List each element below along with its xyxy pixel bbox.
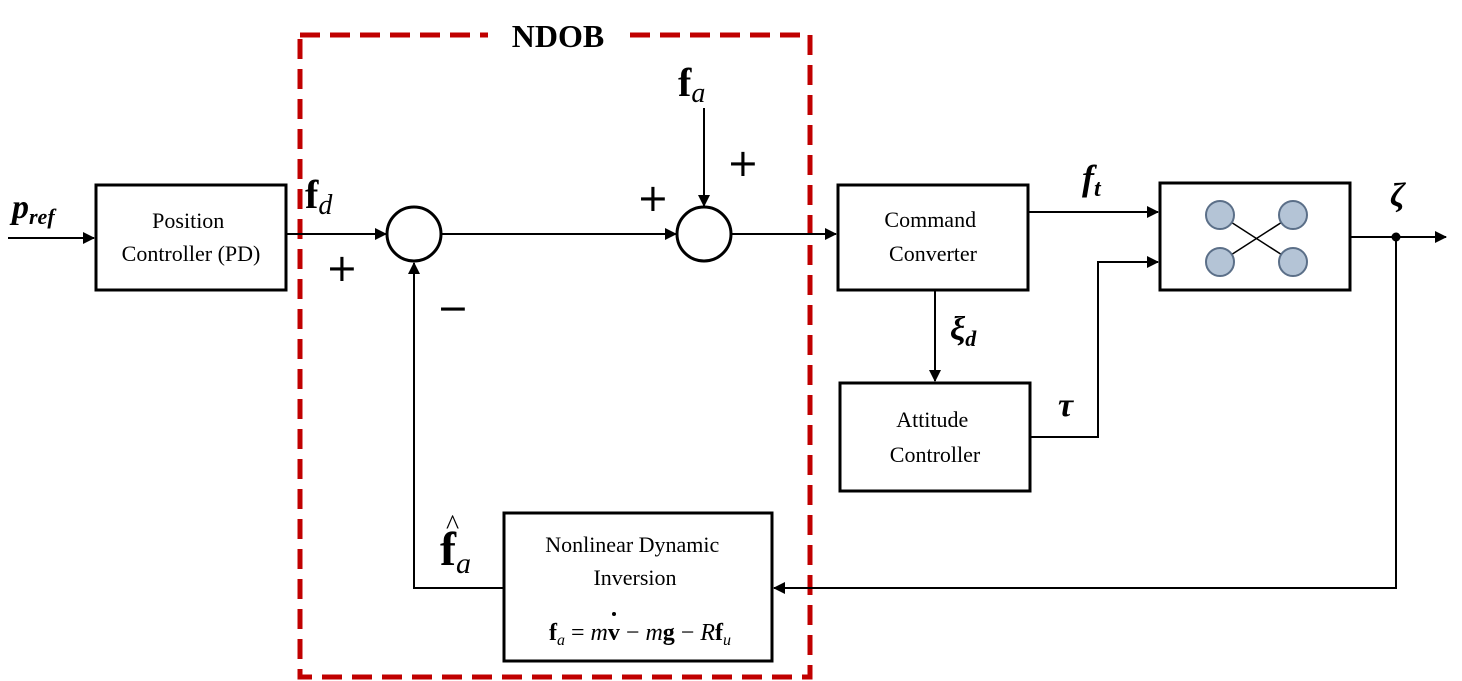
position-controller-line-2: Controller (PD) xyxy=(122,241,261,266)
attitude-controller-block xyxy=(838,381,1032,493)
plant-block xyxy=(1158,181,1352,292)
fa-hat-arrow xyxy=(408,262,504,589)
ndi-line-1: Nonlinear Dynamic xyxy=(545,532,719,557)
ndi-line-2: Inversion xyxy=(593,565,676,590)
f-a-label: fa xyxy=(678,60,705,109)
sum-junction-2 xyxy=(675,205,733,263)
ndob-label: NDOB xyxy=(512,18,604,54)
svg-text:Command Converter: Command Converter xyxy=(884,207,981,266)
sum2-plus-top-sign: + xyxy=(727,141,759,185)
f-a-hat-accent: ^ xyxy=(446,510,459,541)
v-dot-accent xyxy=(612,612,616,616)
command-converter-line-2: Converter xyxy=(889,241,978,266)
attitude-controller-line-2: Controller xyxy=(890,442,981,467)
tau-arrow xyxy=(1030,256,1159,438)
quadrotor-icon xyxy=(1205,200,1308,277)
f-a-hat-label: fa xyxy=(440,523,471,580)
command-converter-block xyxy=(836,183,1030,292)
svg-text:Position Controller (PD): Position Controller (PD) xyxy=(122,208,261,266)
f-d-label: fd xyxy=(305,172,333,221)
zeta-label: ζ xyxy=(1390,177,1406,214)
attitude-controller-line-1: Attitude xyxy=(896,407,968,432)
position-controller-line-1: Position xyxy=(152,208,224,233)
ndi-equation: fa = mv − mg − Rfu xyxy=(549,620,731,649)
xi-d-label: ξd xyxy=(950,311,977,351)
svg-text:Attitude Controller: Attitude Controller xyxy=(890,407,981,467)
sum2-plus-left-sign: + xyxy=(637,176,669,220)
position-controller-block xyxy=(94,183,288,292)
f-t-label: ft xyxy=(1082,158,1102,202)
sum1-minus-sign: − xyxy=(437,286,469,330)
command-converter-line-1: Command xyxy=(884,207,976,232)
sum1-plus-sign: + xyxy=(326,246,358,290)
svg-text:Nonlinear Dynamic Inversio: Nonlinear Dynamic Inversion xyxy=(545,532,725,590)
tau-label: τ xyxy=(1058,387,1074,424)
feedback-arrow xyxy=(773,237,1397,594)
p-ref-label: pref xyxy=(9,189,57,229)
sum-junction-1 xyxy=(385,205,443,263)
